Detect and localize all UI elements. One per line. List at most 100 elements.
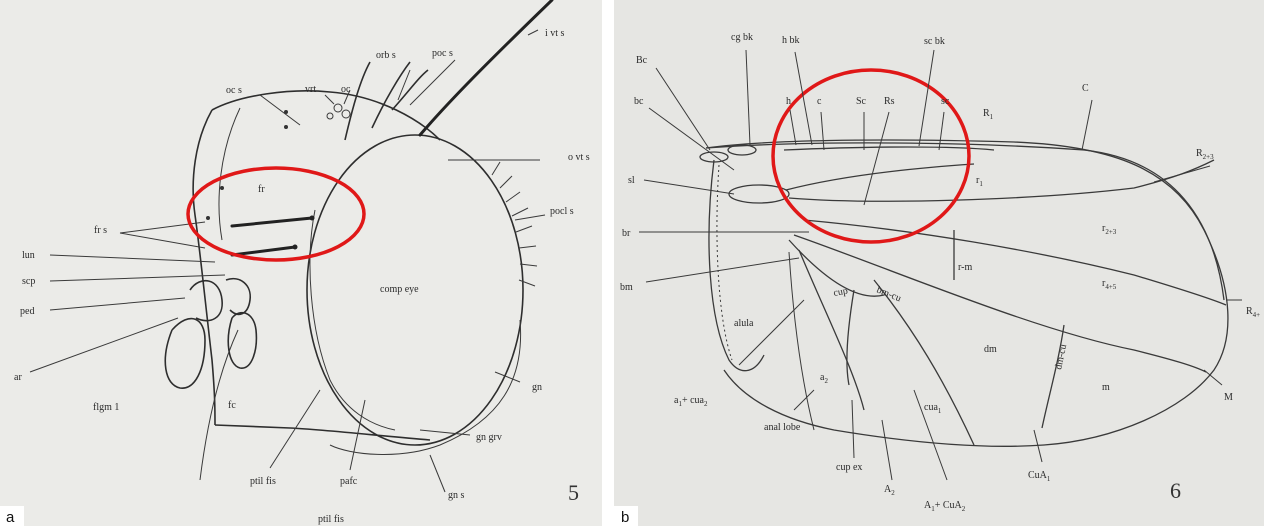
label-anal-lobe: anal lobe xyxy=(764,422,801,433)
label-cup: cup xyxy=(833,286,849,299)
label-oc-s: oc s xyxy=(226,85,242,96)
subcosta xyxy=(784,147,994,150)
label-bc: bc xyxy=(634,96,644,107)
label-Rs: Rs xyxy=(884,96,895,107)
costal-break xyxy=(728,145,756,155)
label-r23: r2+3 xyxy=(1102,223,1117,236)
label-h: h xyxy=(786,96,791,107)
figure-number-5: 5 xyxy=(568,480,579,505)
label-fr-s: fr s xyxy=(94,225,107,236)
label-i-vt-s: i vt s xyxy=(545,28,565,39)
label-a2: a2 xyxy=(820,372,828,385)
label-cg-bk: cg bk xyxy=(731,32,753,43)
cua-vein xyxy=(874,280,974,445)
figure-number-6: 6 xyxy=(1170,478,1181,503)
highlight-circle-subcostal xyxy=(773,70,969,242)
label-C: C xyxy=(1082,83,1089,94)
setula xyxy=(206,216,210,220)
dm-cu-crossvein xyxy=(1042,325,1064,428)
label-flgm-1: flgm 1 xyxy=(93,402,119,413)
label-bm-cu: bm-cu xyxy=(875,285,903,305)
head-diagram-svg: oc s vrt oc orb s poc s i vt s o vt s fr… xyxy=(0,0,602,526)
bristle-socket xyxy=(310,216,315,221)
setula xyxy=(284,125,288,129)
label-alula: alula xyxy=(734,318,754,329)
anal-lobe-line xyxy=(789,252,814,430)
label-A1-CuA2: A1+ CuA2 xyxy=(924,500,966,513)
head-outline xyxy=(212,91,440,140)
label-A2: A2 xyxy=(884,484,895,497)
label-br: br xyxy=(622,228,631,239)
label-sc-bk: sc bk xyxy=(924,36,945,47)
label-R45: R4+ xyxy=(1246,306,1260,319)
ocellus xyxy=(342,110,350,118)
label-o-vt-s: o vt s xyxy=(568,152,590,163)
label-ptil-fis-bottom: ptil fis xyxy=(318,514,344,525)
label-gn-s: gn s xyxy=(448,490,465,501)
label-sc: sc xyxy=(941,96,950,107)
costal-vein xyxy=(706,143,1224,300)
leader-lines xyxy=(639,50,1242,480)
label-fc: fc xyxy=(228,400,236,411)
wing-outline xyxy=(706,140,1228,446)
label-r-m: r-m xyxy=(958,262,972,273)
label-h-bk: h bk xyxy=(782,35,800,46)
label-dm-cu: dm-cu xyxy=(1053,343,1069,370)
antenna xyxy=(165,279,256,480)
panel-letter-b: b xyxy=(621,509,629,526)
bristle-socket xyxy=(293,245,298,250)
label-ar: ar xyxy=(14,372,22,383)
label-oc: oc xyxy=(341,84,351,95)
label-gn: gn xyxy=(532,382,542,393)
label-gn-grv: gn grv xyxy=(476,432,502,443)
label-R23: R2+3 xyxy=(1196,148,1214,161)
label-R1: R1 xyxy=(983,108,994,121)
label-fr: fr xyxy=(258,184,265,195)
ocellus xyxy=(334,104,342,112)
label-comp-eye: comp eye xyxy=(380,284,419,295)
label-m: m xyxy=(1102,382,1110,393)
eye-inner-curve xyxy=(310,210,395,430)
postocular-bristles xyxy=(492,162,537,286)
label-r1: r1 xyxy=(976,175,983,188)
label-scp: scp xyxy=(22,276,35,287)
label-M: M xyxy=(1224,392,1233,403)
ocellus xyxy=(327,113,333,119)
panel-gap xyxy=(602,0,614,526)
label-vrt: vrt xyxy=(305,84,316,95)
label-Bc: Bc xyxy=(636,55,648,66)
m-vein xyxy=(794,235,1206,372)
label-pafc: pafc xyxy=(340,476,358,487)
genal-lower-edge xyxy=(215,425,430,440)
frontal-bristle xyxy=(232,247,295,255)
label-sl: sl xyxy=(628,175,635,186)
label-orb-s: orb s xyxy=(376,50,396,61)
label-ped: ped xyxy=(20,306,34,317)
bristle xyxy=(345,62,370,140)
r2-3-vein xyxy=(789,160,1214,201)
wing-diagram-svg: Bc cg bk h bk sc bk bc h c Sc Rs sc R1 C… xyxy=(614,0,1264,526)
label-lun: lun xyxy=(22,250,35,261)
highlight-circle-frons xyxy=(188,168,364,260)
label-r45: r4+5 xyxy=(1102,278,1117,291)
label-ptil-fis: ptil fis xyxy=(250,476,276,487)
inner-vertical-bristle xyxy=(420,0,552,135)
label-cup-ex: cup ex xyxy=(836,462,862,473)
radius-1 xyxy=(786,164,974,190)
label-bm: bm xyxy=(620,282,633,293)
bristle xyxy=(392,70,428,110)
label-dm: dm xyxy=(984,344,997,355)
frontal-bristle xyxy=(232,218,312,226)
alula-dotted xyxy=(717,165,732,360)
label-cua1: cua1 xyxy=(924,402,942,415)
setula xyxy=(220,186,224,190)
label-c: c xyxy=(817,96,822,107)
label-pocl-s: pocl s xyxy=(550,206,574,217)
panel-a-head-diagram: oc s vrt oc orb s poc s i vt s o vt s fr… xyxy=(0,0,602,526)
panel-b-wing-diagram: Bc cg bk h bk sc bk bc h c Sc Rs sc R1 C… xyxy=(614,0,1264,526)
a1-vein xyxy=(799,250,864,410)
label-poc-s: poc s xyxy=(432,48,453,59)
label-CuA1: CuA1 xyxy=(1028,470,1051,483)
label-a1-cua2: a1+ cua2 xyxy=(674,395,708,408)
label-Sc: Sc xyxy=(856,96,867,107)
